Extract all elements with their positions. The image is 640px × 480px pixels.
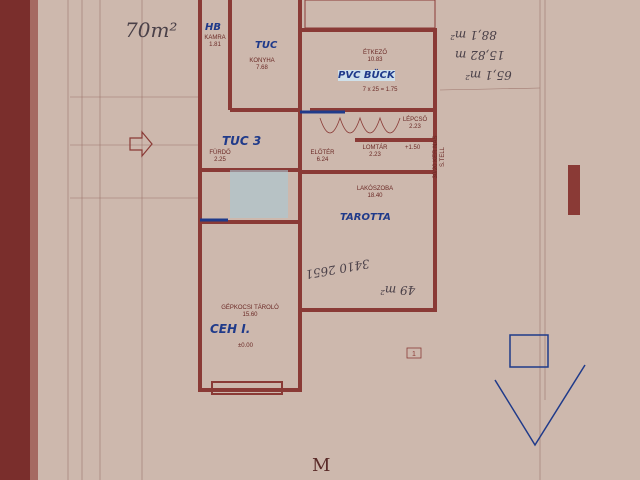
room-area: 15.60	[242, 312, 258, 318]
room-name: LÉPCSŐ	[402, 117, 428, 123]
note-length: 15,82 m	[455, 48, 505, 62]
note-hb: HB	[205, 22, 221, 33]
room-name: KAMRA	[204, 35, 226, 41]
room-area: 7.68	[256, 65, 268, 71]
wall-note: 30/20 KER NÁS S.TELL	[433, 135, 446, 179]
room-area: 1.81	[209, 42, 221, 48]
note-tuc: TUC	[255, 40, 278, 51]
room-area: 18.40	[367, 193, 383, 199]
room-name: LAKÓSZOBA	[356, 186, 394, 192]
room-name: KONYHA	[249, 58, 275, 64]
entrance-arrow-icon	[129, 130, 153, 158]
note-terasz: TAROTTA	[340, 212, 391, 223]
room-name: LOMTÁR	[362, 145, 388, 151]
room-area: 2.25	[214, 157, 226, 163]
section-marker-label: 1	[412, 351, 416, 358]
note-pvc: PVC BÜCK	[338, 70, 395, 81]
room-name: GÉPKOCSI TÁROLÓ	[221, 305, 279, 311]
note-area-3: 49 m²	[380, 283, 416, 297]
note-ceh: CEH I.	[210, 322, 251, 336]
area-note: 70m²	[125, 18, 178, 42]
room-name: ELŐTÉR	[310, 150, 335, 156]
level-mark: +1.50	[405, 145, 421, 151]
note-tuc3: TUC 3	[222, 134, 262, 148]
room-area: 10.83	[367, 57, 383, 63]
room-area: 2.23	[409, 124, 421, 130]
note-area-2: 65,1 m²	[465, 68, 512, 82]
room-name: ÉTKEZŐ	[362, 50, 387, 56]
level-mark: ±0.00	[238, 343, 253, 349]
note-m: M	[312, 455, 331, 476]
room-area: 2.23	[369, 152, 381, 158]
stair-note: 7 x 25 = 1.75	[362, 87, 398, 93]
room-name: FÜRDŐ	[209, 150, 231, 156]
note-area-1: 88,1 m²	[450, 28, 497, 42]
section-marker	[406, 347, 422, 359]
room-area: 6.24	[316, 157, 329, 163]
